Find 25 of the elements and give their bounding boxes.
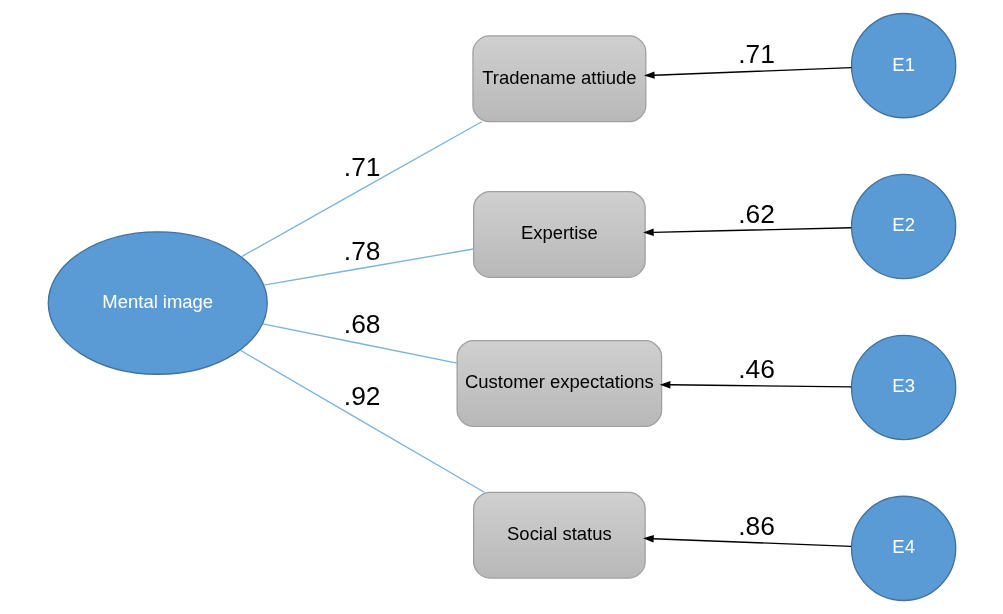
- node-ellipse: Mental image: [47, 231, 268, 375]
- node-box: Tradename attiude: [471, 35, 646, 123]
- edge-label: .71: [737, 38, 775, 69]
- arrow: [659, 381, 852, 389]
- edge-label: .68: [343, 309, 381, 340]
- edge-label: .71: [343, 152, 381, 183]
- node-circle: E1: [850, 12, 956, 119]
- edge-label: .92: [343, 380, 381, 411]
- node-box: Social status: [472, 491, 646, 579]
- node-box: Customer expectations: [456, 339, 662, 428]
- edge-label: .86: [737, 511, 775, 542]
- edge-label: .62: [737, 198, 775, 229]
- connector: [240, 121, 482, 258]
- connector: [262, 248, 474, 286]
- node-circle: E4: [850, 495, 956, 602]
- arrow: [642, 535, 852, 548]
- arrow: [642, 227, 852, 236]
- node-circle: E3: [850, 334, 956, 441]
- edge-label: .78: [343, 235, 381, 266]
- connector: [239, 349, 485, 493]
- connector: [261, 323, 457, 364]
- arrow: [643, 66, 852, 79]
- edge-label: .46: [737, 354, 775, 385]
- node-circle: E2: [850, 173, 956, 280]
- node-box: Expertise: [472, 190, 646, 278]
